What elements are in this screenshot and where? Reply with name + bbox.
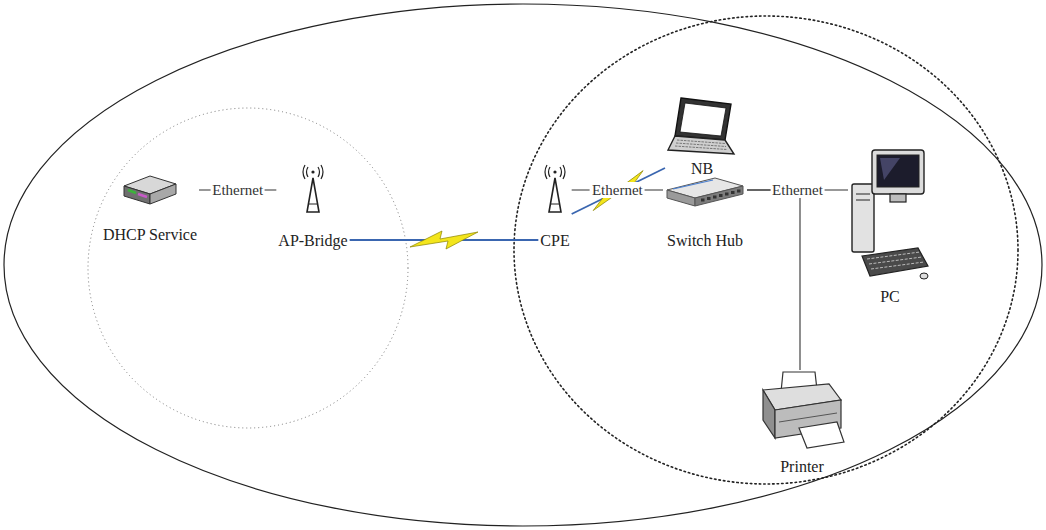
lightning-bolt — [410, 231, 478, 249]
device-switch: Switch Hub — [663, 176, 747, 250]
device-label: DHCP Service — [103, 226, 197, 244]
device-label: Switch Hub — [667, 232, 743, 250]
key-row — [676, 143, 726, 147]
link-label: Ethernet — [210, 182, 265, 198]
key-row — [871, 262, 924, 269]
wireless-link — [572, 168, 665, 214]
device-icon — [300, 164, 326, 214]
key-row — [675, 146, 727, 150]
switch-side — [695, 186, 743, 206]
switch-port — [713, 196, 717, 199]
link-label: Ethernet — [770, 182, 825, 198]
monitor-stand — [890, 194, 906, 202]
device-icon — [759, 370, 845, 450]
switch-port — [737, 190, 741, 193]
key-row — [677, 140, 725, 144]
device-label: PC — [880, 288, 900, 306]
switch-stripe — [673, 180, 713, 189]
switch-port — [719, 194, 723, 197]
antenna-body — [549, 178, 561, 212]
switch-port — [701, 199, 705, 202]
mouse — [920, 273, 928, 279]
laptop-screen — [680, 103, 726, 136]
radio-waves — [545, 165, 565, 179]
device-antenna: AP-Bridge — [276, 164, 349, 250]
device-label: CPE — [540, 232, 569, 250]
device-printer: Printer — [757, 370, 847, 476]
printer-side — [763, 390, 775, 438]
device-icon — [667, 96, 737, 158]
radio-waves — [303, 165, 323, 179]
link-label: Ethernet — [590, 182, 645, 198]
device-label: NB — [691, 160, 713, 178]
device-icon — [120, 172, 180, 206]
router-front — [124, 186, 150, 204]
device-laptop: NB — [665, 96, 739, 178]
device-icon — [665, 176, 745, 208]
paper-slot — [779, 413, 837, 422]
monitor-screen — [877, 155, 919, 187]
switch-front — [667, 190, 695, 206]
screen-glare — [880, 158, 900, 180]
antenna-band — [309, 204, 317, 205]
drive-slot — [856, 200, 870, 201]
paper-out — [799, 422, 844, 448]
device-antenna: CPE — [538, 164, 571, 250]
switch-port — [725, 193, 729, 196]
router-light — [128, 190, 136, 193]
device-icon — [850, 150, 930, 282]
pc-tower — [852, 184, 874, 252]
router-light — [138, 194, 147, 197]
antenna-body — [307, 178, 319, 212]
antenna-tip — [311, 170, 314, 173]
router-side — [150, 184, 176, 204]
switch-port — [731, 191, 735, 194]
switch-port — [707, 197, 711, 200]
device-pc: PC — [848, 150, 932, 306]
device-label: AP-Bridge — [278, 232, 347, 250]
device-label: Printer — [780, 458, 824, 476]
lightning-bolt — [587, 170, 650, 212]
laptop-base — [668, 136, 734, 154]
keyboard — [862, 248, 928, 276]
laptop-lid — [675, 98, 731, 140]
drive-slot — [856, 194, 870, 195]
network-boundary — [4, 4, 1042, 526]
ethernet-cable — [747, 190, 800, 370]
coverage-circle — [88, 108, 408, 428]
antenna-tip — [553, 170, 556, 173]
device-router: DHCP Service — [101, 172, 199, 244]
device-icon — [542, 164, 568, 214]
antenna-band — [551, 204, 559, 205]
monitor — [872, 150, 924, 194]
coverage-circle — [514, 16, 1018, 484]
